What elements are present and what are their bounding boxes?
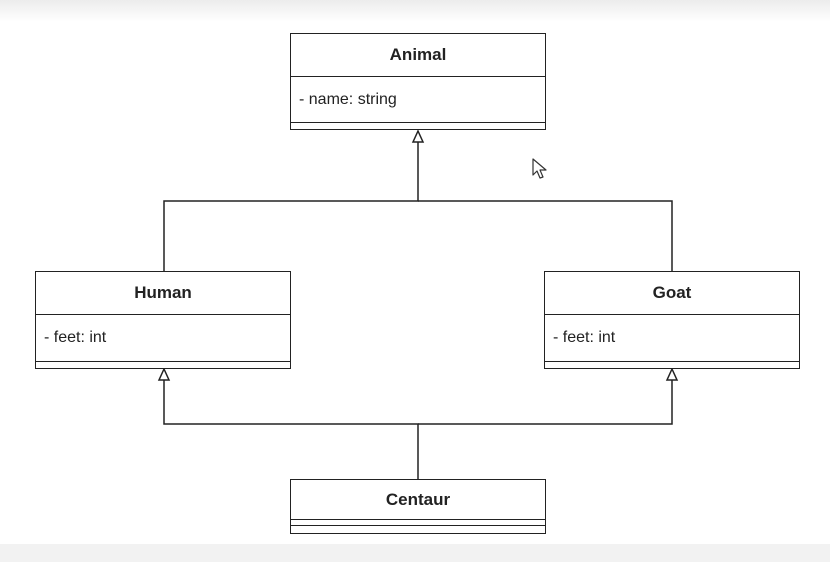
- connector-centaur-to-human: [163, 380, 419, 480]
- class-centaur-name: Centaur: [385, 489, 451, 509]
- class-centaur-attributes: [291, 519, 545, 525]
- edge-human-goat-to-animal[interactable]: [163, 129, 673, 272]
- class-human-name: Human: [134, 283, 192, 302]
- class-centaur[interactable]: Centaur: [290, 479, 546, 534]
- class-goat-operations: [545, 361, 799, 367]
- generalization-arrowhead-animal: [411, 129, 425, 143]
- class-centaur-operations: [291, 525, 545, 530]
- class-goat-attribute: - feet: int: [545, 314, 799, 361]
- class-animal-operations: [291, 122, 545, 128]
- bottom-edge-band: [0, 544, 830, 562]
- class-animal-name: Animal: [389, 45, 447, 64]
- connector-goat-to-animal: [418, 200, 673, 272]
- connector-human-to-animal: [163, 142, 419, 272]
- generalization-arrowhead-human: [157, 367, 171, 381]
- mouse-pointer-icon: [532, 158, 547, 179]
- class-human-operations: [36, 361, 290, 367]
- top-edge-shadow: [0, 0, 830, 22]
- generalization-arrowhead-goat: [665, 367, 679, 381]
- class-animal[interactable]: Animal - name: string: [290, 33, 546, 130]
- class-animal-attribute: - name: string: [291, 76, 545, 122]
- class-goat-name: Goat: [652, 283, 692, 302]
- class-human-attribute: - feet: int: [36, 314, 290, 361]
- class-human[interactable]: Human - feet: int: [35, 271, 291, 369]
- connector-centaur-to-goat: [418, 380, 673, 425]
- class-goat[interactable]: Goat - feet: int: [544, 271, 800, 369]
- edge-centaur-to-human-goat[interactable]: [157, 367, 679, 480]
